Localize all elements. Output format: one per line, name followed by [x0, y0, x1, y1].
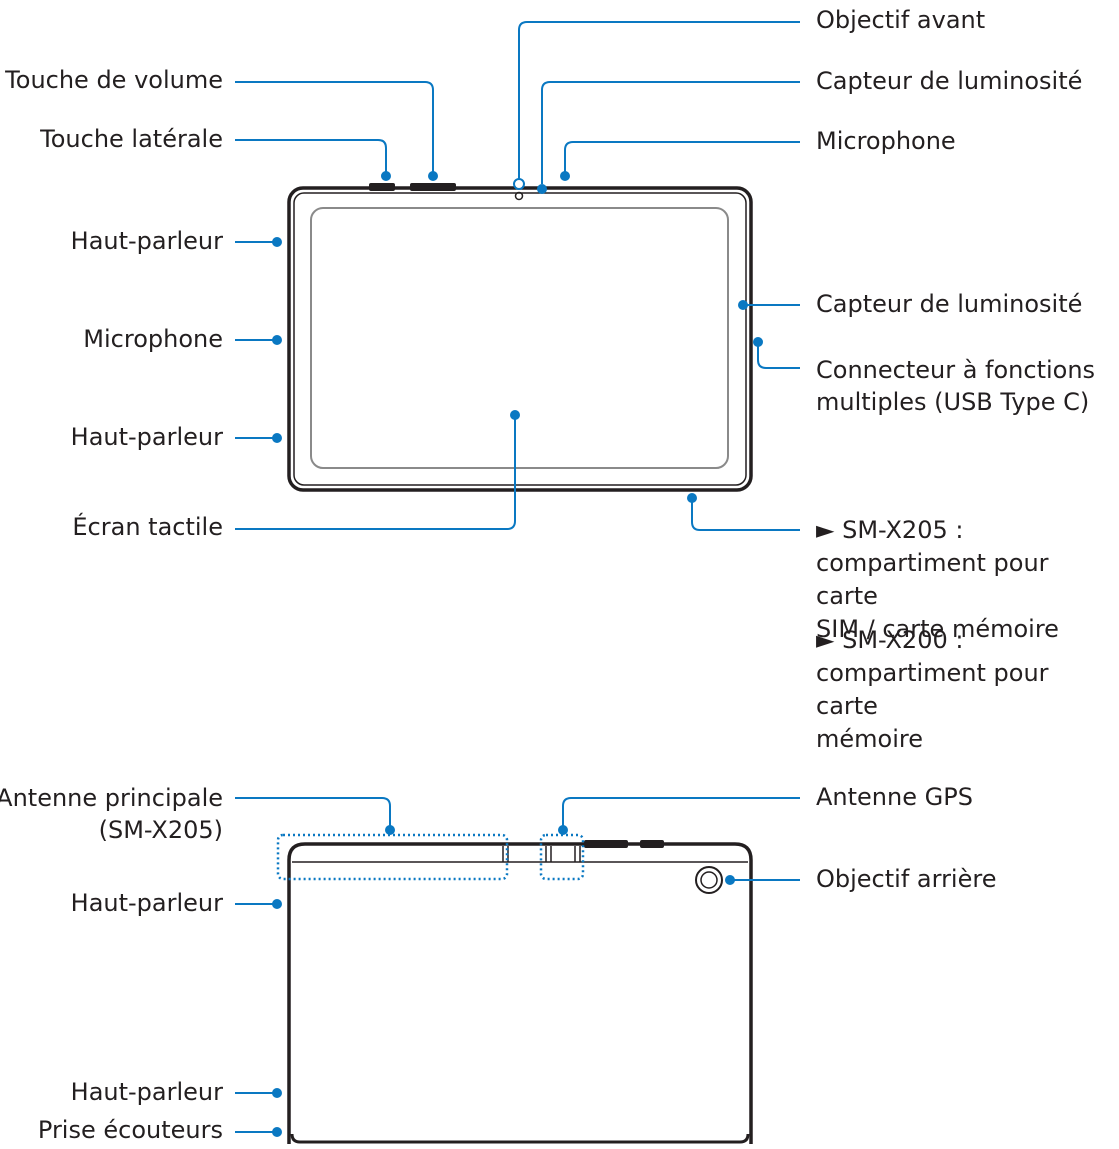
back-callout-dots [272, 825, 735, 1137]
callout-line-touchscreen [235, 415, 516, 530]
label-main-antenna: Antenne principale (SM-X205) [0, 782, 223, 846]
dot-volume-key [428, 171, 438, 181]
label-tray-x205-line1: compartiment pour carte [816, 549, 1049, 610]
dot-light-sensor-top [537, 184, 547, 194]
gps-antenna-zone [539, 833, 585, 881]
label-front-camera: Objectif avant [816, 6, 986, 34]
label-rear-camera: Objectif arrière [816, 865, 997, 893]
callout-line-light-sensor-top [541, 81, 800, 184]
front-camera-shape [514, 191, 524, 201]
label-back-speaker-top: Haut-parleur [70, 889, 223, 917]
front-screen [310, 207, 729, 469]
rear-camera-inner [700, 871, 718, 889]
dot-back-speaker-bottom [272, 1088, 282, 1098]
label-earphone-jack: Prise écouteurs [37, 1116, 223, 1144]
dot-gps-antenna [558, 825, 568, 835]
dot-back-speaker-top [272, 899, 282, 909]
dot-microphone-top [560, 171, 570, 181]
label-tray-x200-line2: mémoire [816, 725, 923, 753]
dot-front-camera [513, 178, 525, 190]
dot-tray [687, 493, 697, 503]
callout-line-main-antenna [235, 797, 391, 830]
label-light-sensor-right: Capteur de luminosité [816, 290, 1083, 318]
back-body-outline [287, 842, 753, 1144]
dot-touchscreen [510, 410, 520, 420]
front-device [287, 183, 753, 492]
dot-microphone-left [272, 335, 282, 345]
label-tray-x200: ► SM-X200 : compartiment pour carte mémo… [816, 624, 1116, 756]
callout-line-tray [691, 498, 800, 531]
label-speaker-top: Haut-parleur [70, 227, 223, 255]
label-volume-key: Touche de volume [5, 66, 223, 94]
label-tray-x205-title: ► SM-X205 : [816, 516, 964, 544]
label-main-antenna-line1: Antenne principale [0, 784, 223, 812]
front-callout-dots [272, 171, 763, 503]
dot-side-key [381, 171, 391, 181]
dot-speaker-bottom [272, 433, 282, 443]
back-body-bottom [290, 1133, 750, 1144]
label-back-speaker-bottom: Haut-parleur [70, 1078, 223, 1106]
label-side-key: Touche latérale [40, 125, 223, 153]
antenna-break-3 [574, 846, 581, 862]
back-device [276, 833, 753, 1144]
dot-main-antenna [385, 825, 395, 835]
label-tray-x205: ► SM-X205 : compartiment pour carte SIM … [816, 514, 1116, 646]
label-light-sensor-top: Capteur de luminosité [816, 67, 1083, 95]
dot-earphone-jack [272, 1127, 282, 1137]
label-connector-line1: Connecteur à fonctions [816, 356, 1096, 384]
callout-line-volume-key [235, 81, 434, 176]
label-microphone-left: Microphone [83, 325, 223, 353]
label-touchscreen: Écran tactile [72, 513, 223, 541]
dot-rear-camera [725, 875, 735, 885]
label-microphone-top: Microphone [816, 127, 956, 155]
label-tray-x200-title: ► SM-X200 : [816, 626, 964, 654]
front-body-inner [293, 192, 747, 486]
label-tray-x200-line1: compartiment pour carte [816, 659, 1049, 720]
rear-camera-outer [695, 866, 723, 894]
main-antenna-zone [276, 833, 509, 881]
label-tray-x205-line2: SIM / carte mémoire [816, 615, 1059, 643]
label-connector: Connecteur à fonctions multiples (USB Ty… [816, 354, 1116, 418]
callout-line-microphone-top [564, 141, 800, 176]
callout-line-connector [757, 342, 800, 369]
callout-line-front-camera [518, 21, 800, 184]
back-callouts [235, 797, 800, 1133]
front-callouts [235, 21, 800, 531]
label-main-antenna-line2: (SM-X205) [98, 816, 223, 844]
label-gps-antenna: Antenne GPS [816, 783, 973, 811]
dot-light-sensor-right [738, 300, 748, 310]
front-body-outer [287, 186, 753, 492]
dot-speaker-top [272, 237, 282, 247]
antenna-break-2 [545, 846, 552, 862]
dot-connector [753, 337, 763, 347]
label-connector-line2: multiples (USB Type C) [816, 388, 1090, 416]
callout-line-gps-antenna [562, 797, 800, 830]
label-speaker-bottom: Haut-parleur [70, 423, 223, 451]
callout-line-side-key [235, 139, 387, 176]
